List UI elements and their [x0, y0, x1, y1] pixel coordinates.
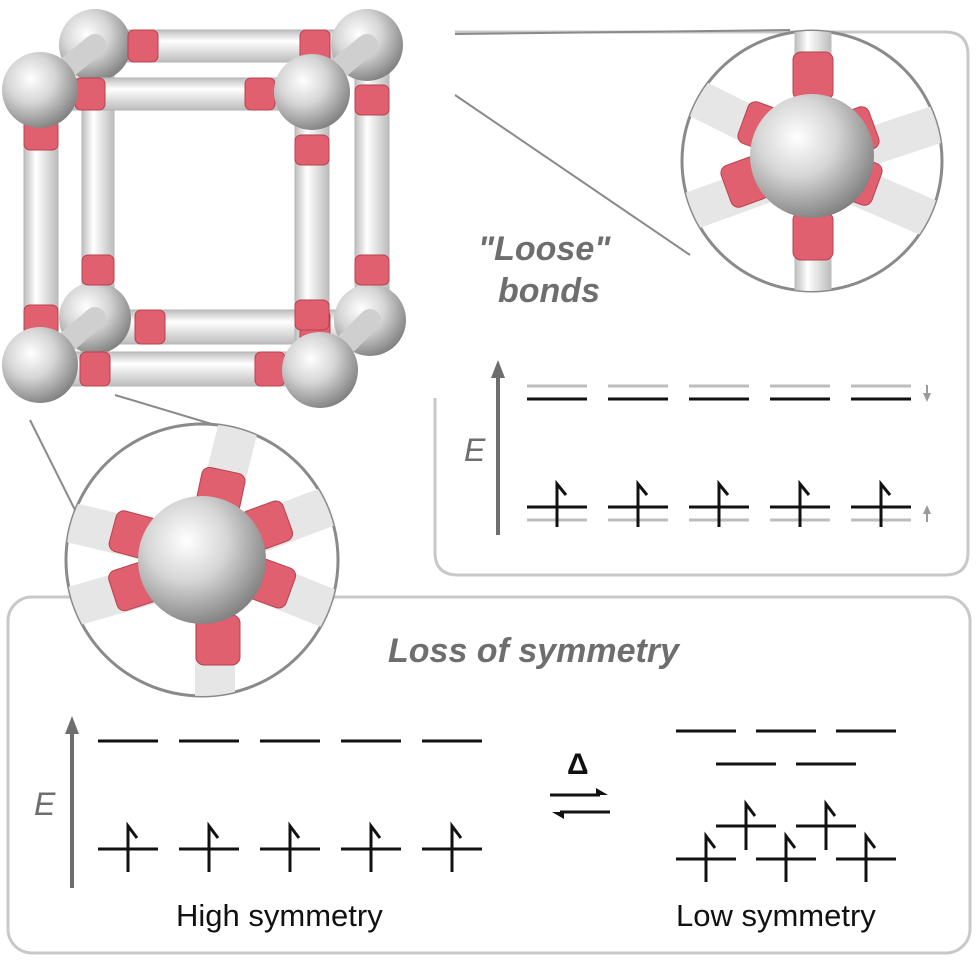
loose-bonds-energy-diagram	[491, 360, 931, 535]
high-symmetry-caption: High symmetry	[176, 898, 383, 933]
bottom-energy-axis-label: E	[34, 786, 56, 822]
octahedral-node-icon	[680, 29, 944, 293]
loose-bonds-title-line2: bonds	[498, 272, 600, 310]
top-energy-axis-label: E	[464, 432, 486, 468]
delta-symbol: Δ	[567, 748, 589, 781]
equilibrium-arrows-icon	[550, 788, 610, 819]
high-symmetry-energy-diagram	[65, 716, 482, 888]
spin-up-arrow-icon	[555, 479, 892, 527]
loss-of-symmetry-title: Loss of symmetry	[388, 632, 679, 670]
low-symmetry-caption: Low symmetry	[676, 898, 876, 933]
callout-lines	[29, 29, 791, 511]
low-symmetry-energy-diagram	[676, 729, 896, 882]
octahedral-node-zoom-icon	[64, 422, 340, 698]
top-right-panel	[433, 30, 970, 577]
bottom-panel	[6, 595, 972, 955]
loose-bonds-title-line1: "Loose"	[478, 230, 611, 268]
cube-framework-icon	[2, 9, 406, 408]
